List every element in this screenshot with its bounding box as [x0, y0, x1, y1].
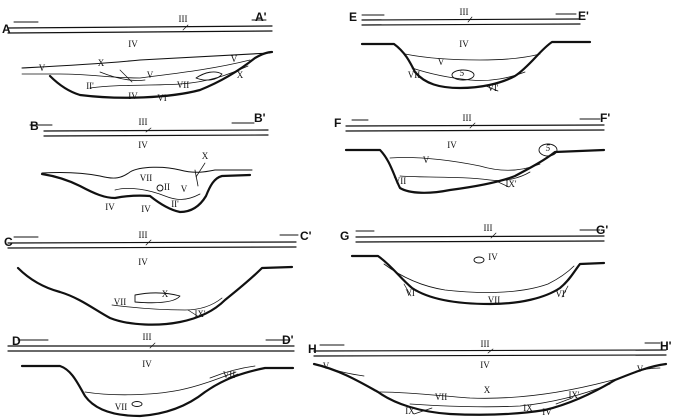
layer-label: III: [481, 339, 490, 349]
layer-label: IV: [128, 39, 138, 49]
layer-label: V: [39, 63, 46, 73]
layer-label: VII: [115, 402, 128, 412]
layer-label: IV: [141, 204, 151, 214]
layer-label: V: [438, 57, 445, 67]
section-e-end-label: E': [578, 9, 589, 23]
layer-label: III: [463, 113, 472, 123]
panel-f: [346, 119, 604, 193]
layer-label: III: [460, 7, 469, 17]
section-c-end-label: C': [300, 229, 312, 243]
layer-label: III: [179, 14, 188, 24]
inset-marker-label: 5: [460, 68, 465, 78]
panel-e: [362, 14, 590, 88]
layer-label: VII: [140, 173, 153, 183]
panel-c: [8, 235, 298, 325]
layer-label: VII: [223, 370, 236, 380]
layer-label: VII: [394, 176, 407, 186]
layer-label: IX: [405, 406, 415, 416]
layer-label: IX': [505, 179, 516, 189]
layer-label: VII: [488, 295, 501, 305]
section-g-end-label: G': [596, 223, 608, 237]
layer-label: VII: [408, 70, 421, 80]
label-pointers: [120, 17, 572, 414]
layer-label: II': [171, 199, 179, 209]
section-f-start-label: F: [334, 116, 341, 130]
section-c-start-label: C: [4, 235, 13, 249]
layer-label: V: [181, 184, 188, 194]
inset-marker-label: 5: [546, 143, 551, 153]
layer-label: IV: [447, 140, 457, 150]
layer-label: IV: [138, 140, 148, 150]
layer-label: V: [231, 54, 238, 64]
layer-label: IV: [488, 252, 498, 262]
layer-label: III: [484, 223, 493, 233]
layer-label: VI': [487, 83, 498, 93]
layer-label: III: [139, 230, 148, 240]
section-f-end-label: F': [600, 111, 610, 125]
layer-label: IV: [459, 39, 469, 49]
panel-h: [314, 343, 666, 415]
layer-label: IV: [105, 202, 115, 212]
layer-label: IV: [542, 407, 552, 417]
layer-label: X: [98, 58, 105, 68]
layer-label: IV: [128, 91, 138, 101]
layer-label: IX: [523, 403, 533, 413]
section-d-start-label: D: [12, 334, 21, 348]
layer-label: III: [139, 117, 148, 127]
section-b-start-label: B: [30, 119, 39, 133]
layer-label: VI': [405, 288, 416, 298]
layer-label: IV: [480, 360, 490, 370]
section-a-end-label: A': [255, 10, 267, 24]
layer-label: II: [164, 182, 170, 192]
layer-label: III: [143, 332, 152, 342]
layer-label: X: [162, 289, 169, 299]
layer-label: VI: [157, 93, 167, 103]
layer-label: V: [423, 155, 430, 165]
layer-label: V: [637, 364, 644, 374]
panel-b: [30, 123, 268, 212]
layer-label: IX': [568, 390, 579, 400]
layer-label: IX': [194, 309, 205, 319]
section-g-start-label: G: [340, 229, 349, 243]
section-a-start-label: A: [2, 22, 11, 36]
layer-label: II': [86, 81, 94, 91]
layer-label: X: [237, 70, 244, 80]
section-b-end-label: B': [254, 111, 266, 125]
layer-label: X: [202, 151, 209, 161]
layer-label: VII: [177, 80, 190, 90]
layer-label: VII: [435, 392, 448, 402]
section-h-end-label: H': [660, 339, 672, 353]
layer-label: V: [147, 70, 154, 80]
panel-d: [8, 340, 294, 416]
layer-label: X: [484, 385, 491, 395]
layer-label: VII: [114, 297, 127, 307]
layer-label: IV: [138, 257, 148, 267]
section-d-end-label: D': [282, 333, 294, 347]
layer-label: IV: [142, 359, 152, 369]
section-e-start-label: E: [349, 10, 357, 24]
layer-label: VI': [555, 289, 566, 299]
section-h-start-label: H: [308, 342, 317, 356]
layer-label: V: [323, 361, 330, 371]
